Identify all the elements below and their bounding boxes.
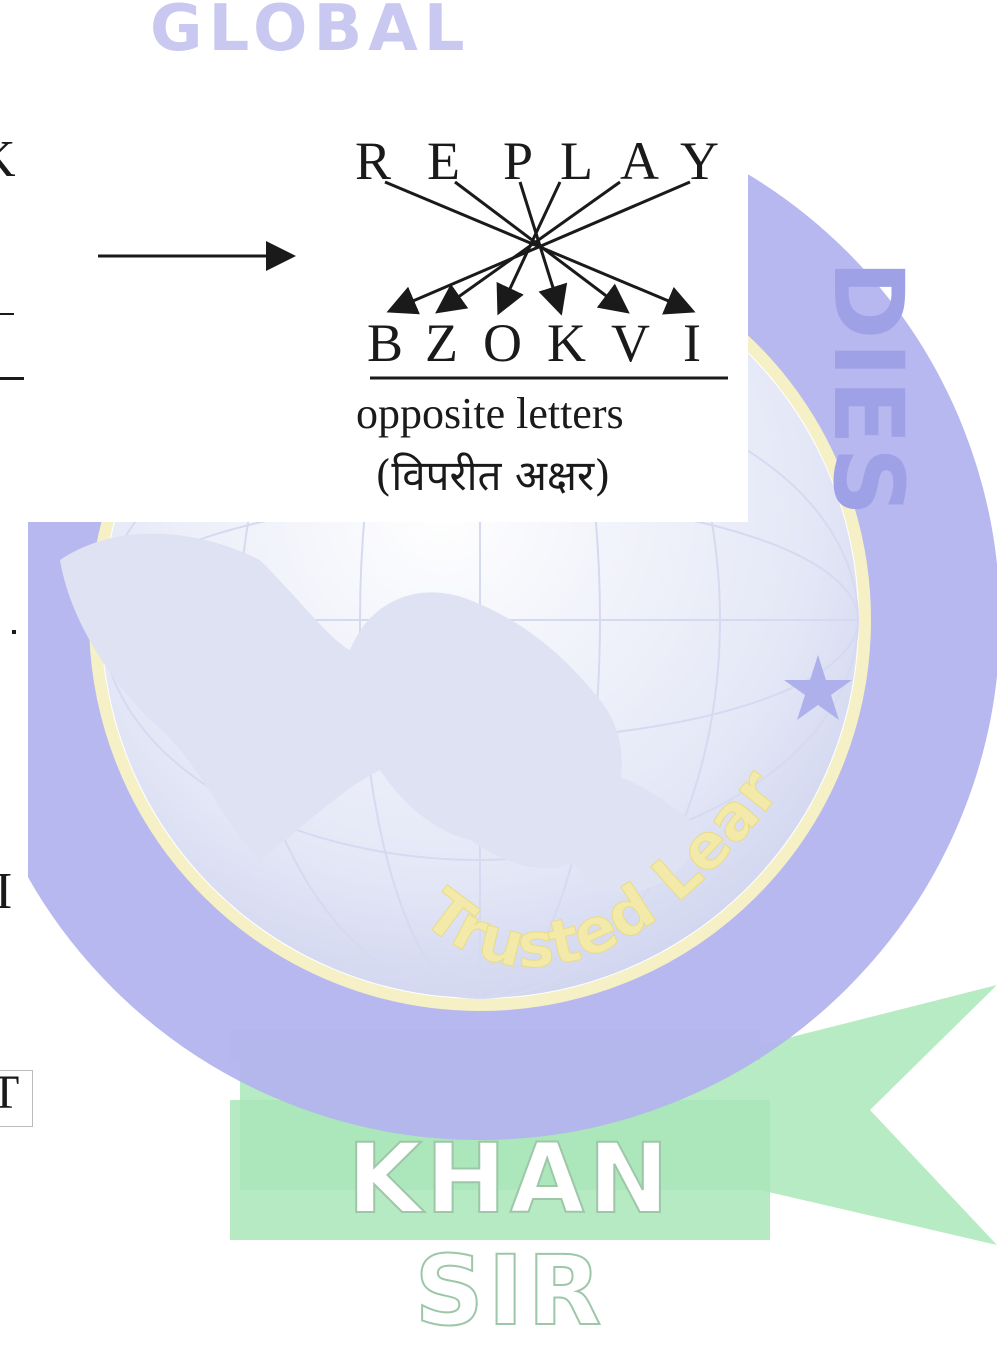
edge-letter-top: K xyxy=(0,130,16,189)
edge-underline xyxy=(0,377,24,380)
bottom-letter: Z xyxy=(425,313,458,373)
globe-continents xyxy=(60,533,700,893)
top-letter: R xyxy=(355,131,392,191)
top-letter: L xyxy=(560,131,593,191)
bottom-letter: B xyxy=(367,313,404,373)
map-line-y xyxy=(386,180,691,315)
bottom-letter: O xyxy=(483,313,522,373)
watermark-side-text: DIES xyxy=(812,260,924,518)
caption-english: opposite letters xyxy=(356,389,624,438)
edge-dash xyxy=(0,313,14,315)
star-icon xyxy=(784,655,852,720)
cipher-diagram xyxy=(98,180,728,380)
edge-letter-bottom: T xyxy=(0,1066,20,1119)
map-line-a xyxy=(435,180,621,314)
edge-dot xyxy=(12,630,16,634)
top-letter: P xyxy=(503,131,534,191)
content-panel-left xyxy=(0,522,28,1070)
svg-text:DIES: DIES xyxy=(812,260,924,518)
bottom-letter: V xyxy=(611,313,650,373)
top-letter: E xyxy=(427,131,460,191)
mapping-lines xyxy=(384,180,696,316)
bottom-letter: K xyxy=(547,313,586,373)
top-letter: Y xyxy=(680,131,719,191)
edge-letter-mid: I xyxy=(0,863,13,920)
caption-hindi: (विपरीत अक्षर) xyxy=(375,451,611,500)
left-edge-box xyxy=(0,1070,33,1127)
bottom-letter: I xyxy=(683,313,701,373)
top-letter: A xyxy=(620,131,659,191)
